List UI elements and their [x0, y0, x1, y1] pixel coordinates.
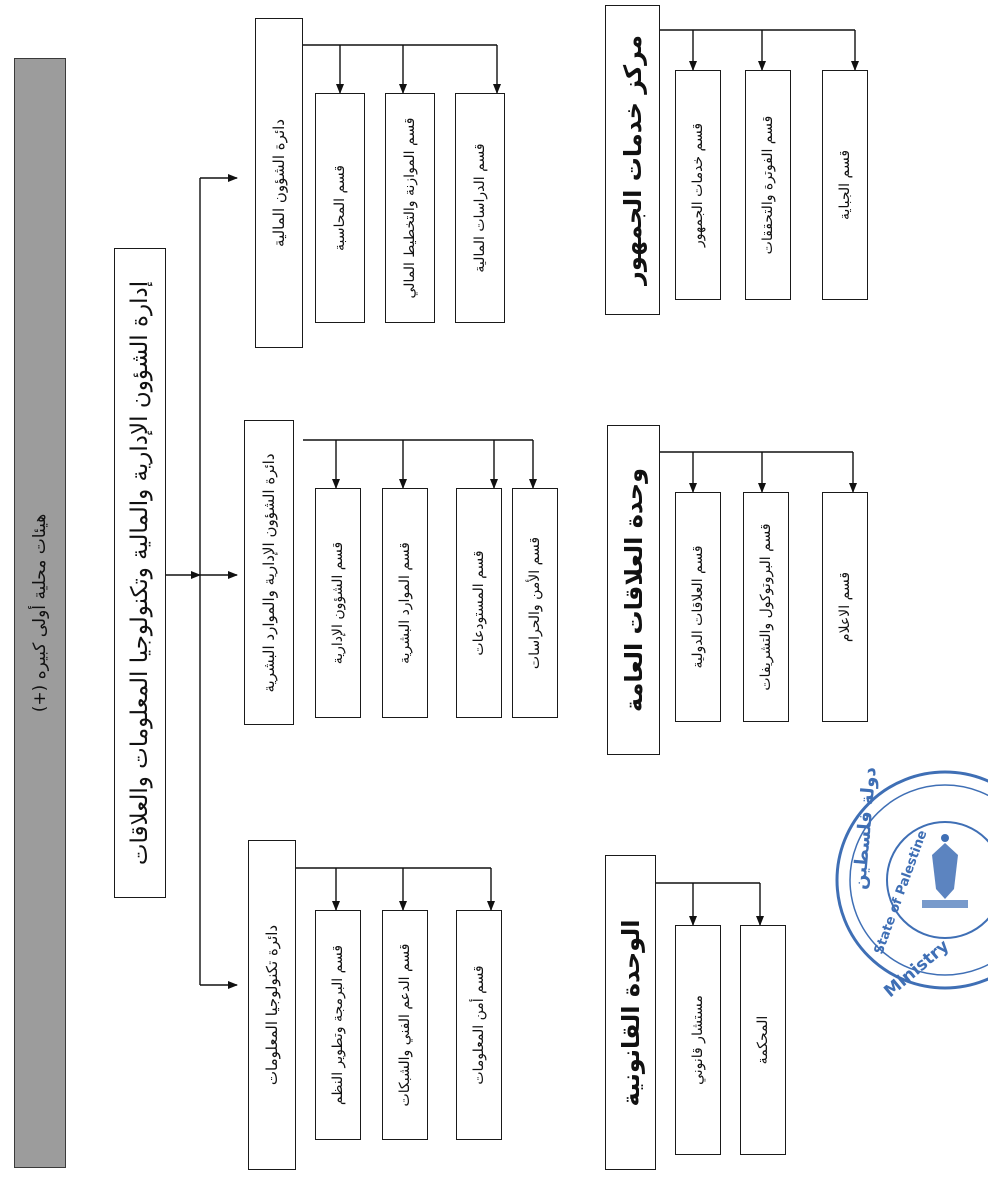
section-box: قسم المحاسبة: [315, 93, 365, 323]
unit-public-services-title: مركز خدمات الجمهور: [618, 35, 647, 285]
section-box: قسم الدراسات المالية: [455, 93, 505, 323]
section-label: قسم الدعم الفني والشبكات: [397, 943, 413, 1107]
section-box: قسم الموارد البشرية: [382, 488, 428, 718]
section-box: قسم الاعلام: [822, 492, 868, 722]
section-box: قسم العلاقات الدولية: [675, 492, 721, 722]
ministry-seal-stamp: State of Palestine دولة فلسطين Ministry: [835, 766, 988, 1000]
section-label: قسم الدراسات المالية: [472, 143, 488, 273]
section-label: قسم البروتوكول والتشريفات: [758, 523, 774, 691]
section-box: قسم خدمات الجمهور: [675, 70, 721, 300]
unit-legal-box: الوحدة القانونية: [605, 855, 656, 1170]
section-label: مستشار قانوني: [690, 995, 706, 1085]
section-label: قسم الموازنة والتخطيط المالي: [402, 117, 418, 299]
header-banner: هيئات محلية أولى كبيره (+): [14, 58, 66, 1168]
section-label: قسم البرمجة وتطوير النظم: [330, 944, 346, 1106]
section-label: قسم المستودعات: [471, 550, 487, 656]
section-box: قسم أمن المعلومات: [456, 910, 502, 1140]
header-title: هيئات محلية أولى كبيره (+): [30, 513, 50, 713]
seal-text-arabic: دولة فلسطين: [849, 766, 881, 890]
seal-text-ministry: Ministry: [880, 936, 953, 1000]
dept-it-box: دائرة تكنولوجيا المعلومات: [248, 840, 296, 1170]
unit-public-relations-title: وحدة العلاقات العامة: [619, 467, 648, 713]
section-box: قسم المستودعات: [456, 488, 502, 718]
section-label: قسم الأمن والحراسات: [527, 536, 543, 670]
section-label: قسم الجباية: [837, 149, 853, 221]
main-directorate-box: إدارة الشؤون الإدارية والمالية وتكنولوجي…: [114, 248, 166, 898]
section-label: المحكمة: [755, 1015, 771, 1065]
section-box: قسم البرمجة وتطوير النظم: [315, 910, 361, 1140]
section-box: قسم الفوترة والتحققات: [745, 70, 791, 300]
main-directorate-title: إدارة الشؤون الإدارية والمالية وتكنولوجي…: [127, 280, 153, 866]
section-label: قسم خدمات الجمهور: [690, 122, 706, 248]
dept-admin-hr-title: دائرة الشؤون الإدارية والموارد البشرية: [260, 452, 278, 693]
section-box: قسم الأمن والحراسات: [512, 488, 558, 718]
section-box: المحكمة: [740, 925, 786, 1155]
section-label: قسم المحاسبة: [332, 165, 348, 251]
section-box: قسم الموازنة والتخطيط المالي: [385, 93, 435, 323]
dept-admin-hr-box: دائرة الشؤون الإدارية والموارد البشرية: [244, 420, 294, 725]
section-label: قسم العلاقات الدولية: [690, 545, 706, 669]
section-label: قسم الشؤون الإدارية: [330, 541, 346, 665]
unit-public-services-box: مركز خدمات الجمهور: [605, 5, 660, 315]
section-label: قسم الموارد البشرية: [397, 542, 413, 664]
section-label: قسم الفوترة والتحققات: [760, 115, 776, 255]
dept-finance-title: دائرة الشؤون المالية: [270, 119, 288, 247]
unit-legal-title: الوحدة القانونية: [616, 919, 645, 1106]
section-box: قسم الدعم الفني والشبكات: [382, 910, 428, 1140]
seal-text-english: State of Palestine: [872, 828, 931, 956]
dept-finance-box: دائرة الشؤون المالية: [255, 18, 303, 348]
section-box: قسم الشؤون الإدارية: [315, 488, 361, 718]
section-label: قسم أمن المعلومات: [471, 965, 487, 1085]
dept-it-title: دائرة تكنولوجيا المعلومات: [263, 924, 281, 1086]
section-label: قسم الاعلام: [837, 571, 853, 643]
section-box: مستشار قانوني: [675, 925, 721, 1155]
section-box: قسم البروتوكول والتشريفات: [743, 492, 789, 722]
unit-public-relations-box: وحدة العلاقات العامة: [607, 425, 660, 755]
section-box: قسم الجباية: [822, 70, 868, 300]
